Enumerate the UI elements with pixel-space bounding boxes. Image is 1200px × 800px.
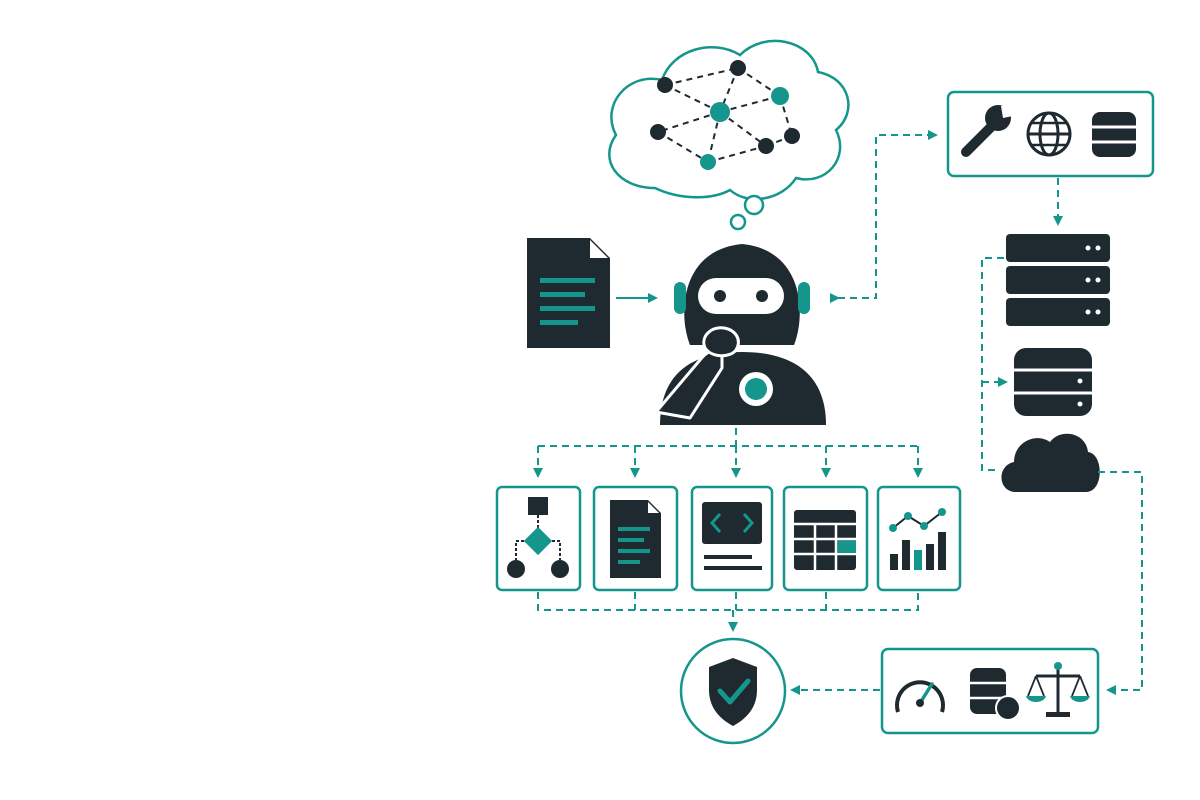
thought-bubble-dot (729, 213, 747, 231)
database-icon (1092, 112, 1136, 157)
wrench-icon (961, 105, 1013, 157)
thought-cloud (608, 39, 850, 231)
balance-scale-icon (1026, 662, 1090, 717)
table-icon (794, 510, 856, 570)
document-icon (527, 238, 610, 348)
shield-check-icon (709, 658, 757, 726)
document-icon (610, 500, 661, 578)
data-stack (981, 234, 1110, 492)
link-cloud-to-evaluation (1098, 471, 1143, 695)
link-agent-tools (830, 130, 938, 303)
output-card (876, 485, 962, 592)
output-branches (533, 428, 923, 478)
code-window-icon (702, 502, 762, 570)
tools-panel (946, 90, 1155, 178)
gauge-icon (895, 680, 945, 713)
evaluation-panel (880, 647, 1100, 735)
thought-bubble-dot (743, 194, 765, 216)
globe-icon (1026, 111, 1072, 157)
database-icon (1014, 348, 1092, 416)
server-rack-icon (1006, 234, 1110, 326)
verified (679, 637, 787, 745)
link-data-stack (981, 257, 1004, 471)
robot-thinking-icon (654, 244, 826, 425)
flowchart-icon (507, 497, 569, 578)
bar-chart-icon (889, 508, 946, 570)
outputs (495, 485, 962, 592)
input-document (527, 238, 658, 348)
database-check-icon (970, 668, 1021, 721)
cloud-icon (1001, 433, 1100, 492)
knowledge-graph-icon (650, 60, 800, 170)
output-merge (537, 592, 919, 632)
